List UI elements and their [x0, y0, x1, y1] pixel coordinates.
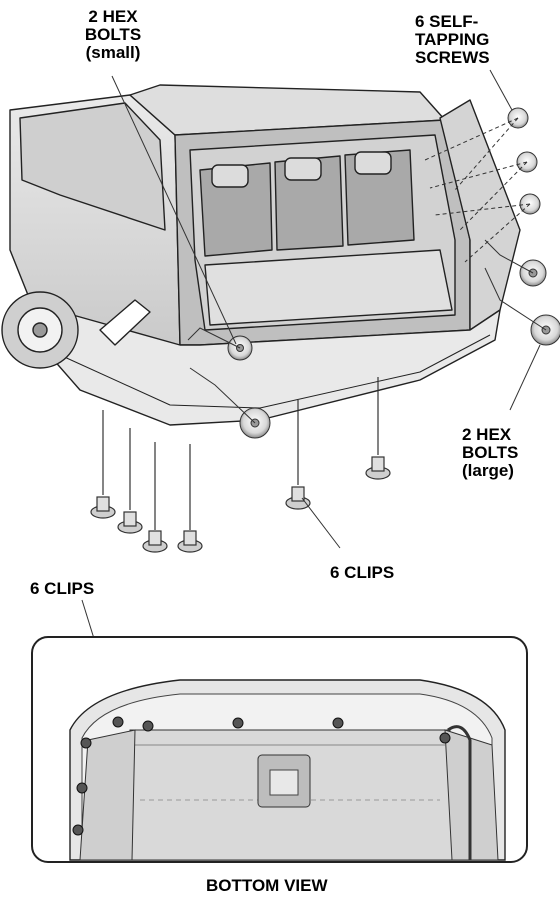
bumper-clips: [90, 377, 391, 553]
label-self-tapping-screws: 6 SELF- TAPPING SCREWS: [415, 13, 525, 67]
label-hex-bolts-small-line1: 2 HEX: [88, 7, 138, 26]
label-hex-bolts-small: 2 HEX BOLTS (small): [68, 8, 158, 62]
clip-3: [142, 442, 168, 553]
bottom-clip-3: [232, 717, 244, 729]
label-screws-line1: 6 SELF-: [415, 12, 479, 31]
hex-bolts-small: [187, 327, 271, 439]
vehicle-rear-illustration: [1, 84, 521, 426]
label-clips-bumper: 6 CLIPS: [330, 563, 395, 582]
label-bottom-view: BOTTOM VIEW: [206, 876, 328, 895]
clip-6: [365, 377, 391, 480]
clip-2: [117, 428, 143, 534]
bottom-view-panel: [31, 636, 528, 863]
label-hex-bolts-large-line1: 2 HEX: [462, 425, 512, 444]
self-tapping-screws: [424, 107, 541, 263]
label-hex-bolts-large: 2 HEX BOLTS (large): [462, 426, 552, 480]
bottom-clip-6: [76, 782, 88, 794]
bottom-clip-5: [80, 737, 92, 749]
clip-4: [177, 444, 203, 553]
hex-bolts-large: [484, 239, 560, 346]
label-screws-line2: TAPPING: [415, 30, 490, 49]
clip-1: [90, 410, 116, 519]
clip-5: [285, 400, 311, 510]
bottom-clip-1: [112, 716, 124, 728]
label-screws-line3: SCREWS: [415, 48, 490, 67]
label-hex-bolts-large-line3: (large): [462, 461, 514, 480]
label-hex-bolts-small-line3: (small): [85, 43, 141, 62]
label-hex-bolts-large-line2: BOLTS: [462, 443, 519, 462]
label-hex-bolts-small-line2: BOLTS: [84, 25, 142, 44]
bottom-clip-4: [332, 717, 344, 729]
bottom-clip-2: [142, 720, 154, 732]
bottom-clips: [72, 716, 451, 836]
label-clips-bottom: 6 CLIPS: [30, 579, 95, 598]
